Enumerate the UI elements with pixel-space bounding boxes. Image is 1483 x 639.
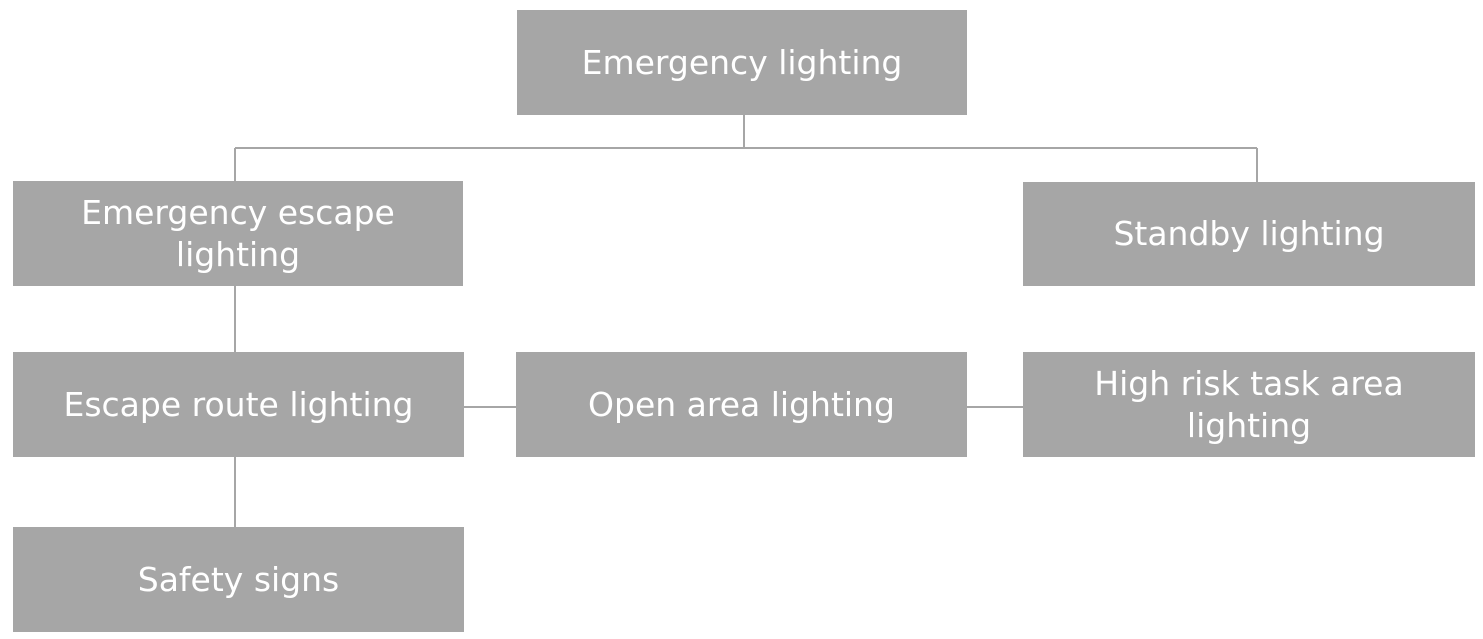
node-label: Standby lighting (1113, 214, 1385, 253)
node-high-risk-task-area-lighting: High risk task area lighting (1023, 352, 1475, 457)
node-standby-lighting: Standby lighting (1023, 182, 1475, 286)
node-emergency-lighting: Emergency lighting (517, 10, 967, 115)
node-label: Emergency escape lighting (81, 192, 395, 274)
node-label: Open area lighting (588, 384, 895, 424)
node-emergency-escape-lighting: Emergency escape lighting (13, 181, 463, 286)
node-label: Emergency lighting (581, 42, 903, 82)
node-label: High risk task area lighting (1094, 363, 1404, 445)
node-open-area-lighting: Open area lighting (516, 352, 967, 457)
node-safety-signs: Safety signs (13, 527, 464, 632)
node-label: Safety signs (137, 559, 340, 599)
node-escape-route-lighting: Escape route lighting (13, 352, 464, 457)
node-label: Escape route lighting (63, 384, 414, 424)
